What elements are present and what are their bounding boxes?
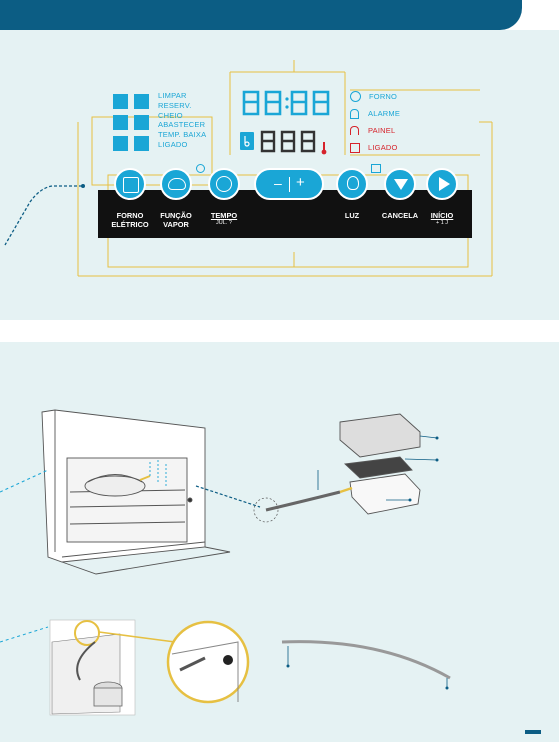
page-marker: [525, 730, 541, 736]
lock-indicator-icon: [371, 164, 381, 173]
forno-eletrico-button[interactable]: [114, 168, 146, 200]
drain-detail-illustration: [49, 619, 136, 716]
installation-illustrations: [0, 409, 451, 716]
cancela-button[interactable]: [384, 168, 416, 200]
section-divider: [0, 320, 559, 342]
header-band: [0, 0, 522, 30]
luz-button[interactable]: [336, 168, 368, 200]
divider: [289, 177, 290, 192]
tempo-button[interactable]: [208, 168, 240, 200]
temperature-display: [240, 128, 340, 156]
indicator-painel: PAINEL: [368, 125, 396, 135]
clock-icon: [350, 91, 361, 102]
indicator-labels: LIMPAR RESERV. CHEIO ABASTECER TEMP. BAI…: [158, 91, 206, 150]
indicator-ligado-red: LIGADO: [368, 142, 398, 152]
led-square: [113, 115, 128, 130]
tempo-label-line2: JUL. ?: [216, 220, 232, 226]
inicio-label: INÍCIO + 1 J: [418, 211, 466, 227]
indicator-ligado: LIGADO: [158, 139, 188, 149]
indicator-temp-baixa: TEMP. BAIXA: [158, 130, 207, 140]
plus-label: +: [296, 174, 305, 191]
cancela-label-line1: CANCELA: [381, 211, 419, 220]
inicio-label-line2: + 1 J: [435, 220, 449, 226]
indicator-reserv: RESERV.: [158, 100, 192, 110]
steam-icon: [168, 178, 186, 190]
right-indicators: FORNO ALARME PAINEL LIGADO: [350, 90, 400, 154]
forno-label-line2: ELÉTRICO: [111, 220, 149, 229]
minus-plus-button[interactable]: – +: [254, 168, 324, 200]
luz-label: LUZ: [328, 211, 376, 220]
vapor-label-line1: FUNÇÃO: [160, 211, 192, 220]
vapor-label-line2: VAPOR: [163, 220, 189, 229]
oven-illustration: [41, 409, 231, 575]
timer-indicator-icon: [196, 164, 205, 173]
play-icon: [439, 177, 450, 191]
hose-illustration: [281, 640, 451, 690]
oven-icon: [123, 177, 139, 193]
forno-label-line1: FORNO: [116, 211, 144, 220]
clock-display: [240, 88, 335, 118]
indicator-alarme: ALARME: [368, 108, 401, 118]
indicator-abastecer: ABASTECER: [158, 120, 206, 130]
bell-icon: [350, 108, 359, 119]
lock-icon: [350, 126, 359, 135]
forno-eletrico-label: FORNO ELÉTRICO: [106, 211, 154, 229]
indicator-limpar: LIMPAR: [158, 91, 187, 100]
tray-illustration: [339, 413, 421, 515]
led-square: [134, 115, 149, 130]
funcao-vapor-label: FUNÇÃO VAPOR: [152, 211, 200, 229]
indicator-forno: FORNO: [369, 91, 398, 101]
tempo-label-line1: TEMPO: [210, 211, 238, 220]
indicator-cheio: CHEIO: [158, 110, 183, 120]
clock-icon: [216, 176, 232, 192]
inicio-label-line1: INÍCIO: [430, 211, 454, 220]
stop-icon: [394, 179, 408, 190]
inicio-button[interactable]: [426, 168, 458, 200]
tempo-label: TEMPO JUL. ?: [200, 211, 248, 227]
led-square: [134, 94, 149, 109]
funcao-vapor-button[interactable]: [160, 168, 192, 200]
cancela-label: CANCELA: [376, 211, 424, 220]
led-square: [134, 136, 149, 151]
page-marker-bar: [525, 730, 541, 734]
oven-icon: [350, 142, 360, 153]
minus-label: –: [274, 175, 282, 191]
lightbulb-icon: [347, 176, 359, 190]
led-square: [113, 94, 128, 109]
zoom-detail-illustration: [166, 620, 250, 704]
luz-label-line1: LUZ: [344, 211, 360, 220]
led-square: [113, 136, 128, 151]
